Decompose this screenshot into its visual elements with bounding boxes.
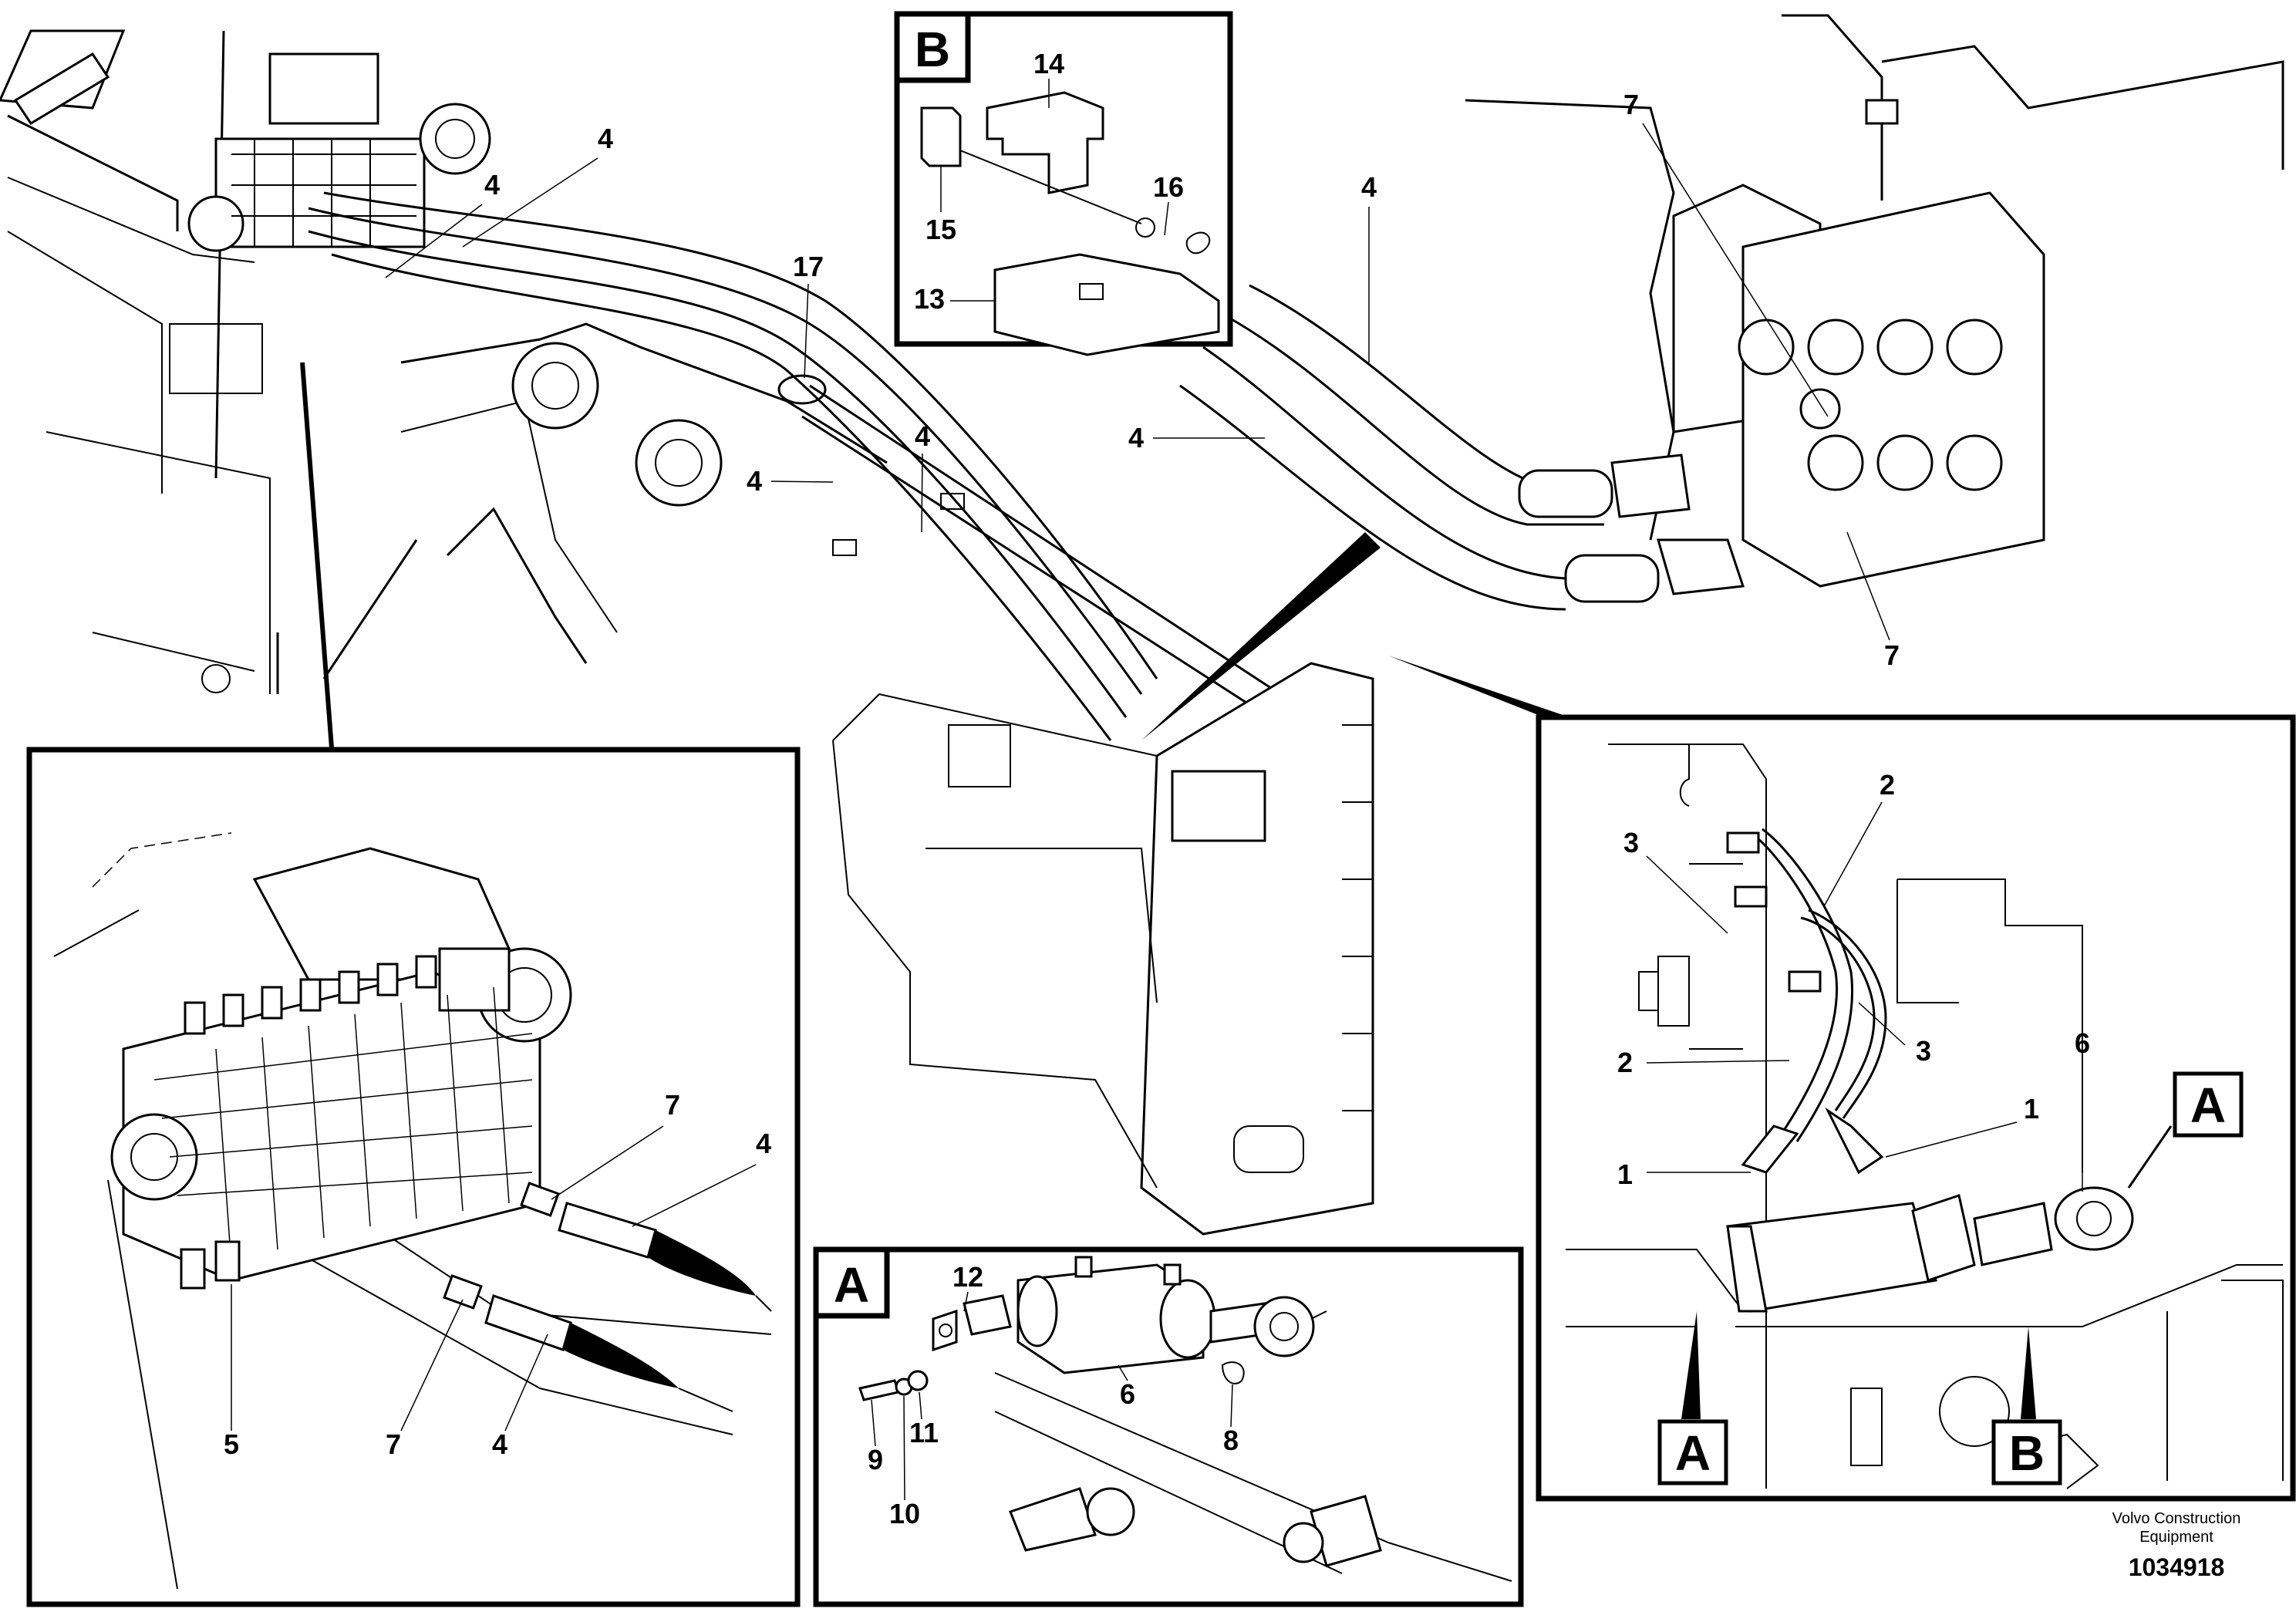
callout-6-right: 6: [2075, 1027, 2090, 1059]
detail-b-label-box: [894, 11, 971, 83]
callout-15: 15: [925, 214, 956, 245]
detail-b-label: B: [915, 22, 950, 77]
callout-2-mid: 2: [1617, 1047, 1633, 1078]
valve-block-small: [187, 52, 491, 252]
callout-4b: 4: [492, 1428, 507, 1460]
upper-right-fittings-drawing: [1179, 14, 2284, 611]
ref-box-b-bottom: [1991, 1419, 2062, 1485]
callout-14: 14: [1033, 48, 1064, 79]
detail-a-panel: A 12 6 8 9 11 10: [813, 1246, 1524, 1607]
ref-box-a-bottom-label: A: [1675, 1425, 1711, 1481]
callout-7-bottom: 7: [1884, 639, 1900, 671]
document-number: 1034918: [2129, 1553, 2225, 1581]
detail-b-panel: B 14 16 15 13: [894, 11, 1233, 356]
ref-box-a-top-label: A: [2190, 1077, 2226, 1133]
callout-4-mid-b: 4: [915, 420, 930, 452]
callout-2-top: 2: [1880, 769, 1895, 801]
callout-13: 13: [914, 283, 945, 315]
callout-4-upper-b: 4: [1128, 422, 1144, 454]
callout-1-left: 1: [1617, 1158, 1633, 1190]
callout-5: 5: [224, 1428, 239, 1460]
callout-8: 8: [1223, 1425, 1239, 1456]
valve-inset-panel: 7 4 5 7 4: [26, 362, 801, 1607]
callout-6-detail-a: 6: [1120, 1378, 1135, 1410]
upper-right-callouts: 7 4 4 7: [1128, 89, 1900, 671]
callout-4-left: 4: [484, 169, 500, 201]
detail-a-label-box: [813, 1246, 890, 1319]
ref-box-a-bottom: [1657, 1419, 1728, 1485]
ref-box-b-bottom-label: B: [2009, 1425, 2045, 1481]
company-name-line2: Equipment: [2139, 1529, 2213, 1546]
detail-a-label: A: [834, 1257, 869, 1313]
right-inset-panel: 2 3 3 2 1 1 6 A A B: [1536, 714, 2296, 1502]
callout-3-top: 3: [1623, 827, 1639, 858]
callout-9: 9: [868, 1444, 883, 1475]
callout-7a: 7: [665, 1089, 680, 1121]
callout-16: 16: [1153, 171, 1184, 203]
main-valve-block: [110, 847, 572, 1290]
callout-12: 12: [952, 1261, 983, 1293]
callout-10: 10: [889, 1498, 920, 1529]
main-assembly-drawing: [0, 29, 1581, 1236]
callout-7-top: 7: [1623, 89, 1639, 120]
footer: Volvo Construction Equipment 1034918: [2112, 1510, 2241, 1581]
callout-4-top: 4: [598, 123, 613, 154]
callout-4-upper-a: 4: [1361, 171, 1377, 203]
ref-box-a-top: [2173, 1071, 2244, 1138]
callout-4a: 4: [756, 1128, 771, 1159]
company-name-line1: Volvo Construction: [2112, 1510, 2241, 1527]
callout-1-right: 1: [2024, 1093, 2039, 1125]
callout-7b: 7: [386, 1428, 401, 1460]
callout-4-mid-a: 4: [747, 465, 762, 497]
callout-3-mid: 3: [1916, 1035, 1931, 1067]
counterweight: [832, 662, 1374, 1236]
callout-11: 11: [909, 1417, 939, 1448]
main-callouts: 4 4 17 4 4: [385, 123, 930, 533]
callout-17: 17: [793, 251, 824, 282]
